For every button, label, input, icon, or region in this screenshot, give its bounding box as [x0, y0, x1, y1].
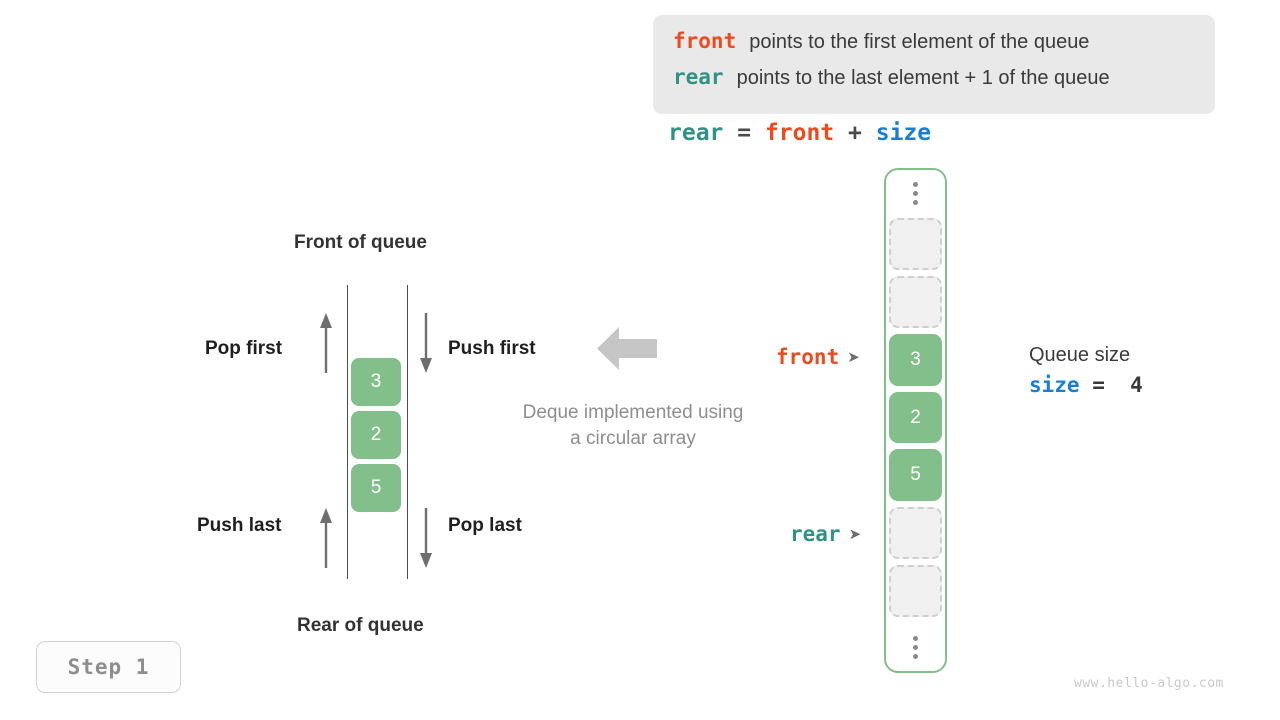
- rear-pointer-label: rear: [790, 522, 841, 546]
- queue-size-block: Queue size size = 4: [1029, 341, 1143, 401]
- rear-description: points to the last element + 1 of the qu…: [736, 67, 1110, 89]
- rear-pointer: rear ➤: [790, 522, 861, 546]
- formula-plus: +: [834, 120, 876, 146]
- left-pointing-block-arrow-icon: [597, 327, 657, 370]
- pop-last-arrow-down-icon: [420, 508, 432, 568]
- front-of-queue-label: Front of queue: [294, 232, 427, 253]
- circular-array-note: Deque implemented using a circular array: [493, 400, 773, 452]
- step-badge: Step 1: [36, 641, 181, 693]
- push-first-arrow-down-icon: [420, 313, 432, 373]
- note-line-1: Deque implemented using: [522, 402, 744, 423]
- top-ellipsis-icon: [913, 170, 918, 218]
- array-slot: [889, 507, 942, 560]
- queue-size-caption: Queue size: [1029, 344, 1131, 366]
- size-value: = 4: [1079, 373, 1143, 397]
- rear-keyword: rear: [673, 65, 724, 89]
- formula-rear: rear: [668, 120, 724, 146]
- array-slot: 3: [889, 333, 942, 386]
- formula-size: size: [875, 120, 932, 146]
- pop-first-label: Pop first: [205, 338, 283, 359]
- legend-line-rear: rear points to the last element + 1 of t…: [673, 65, 1195, 101]
- rear-formula: rear = front + size: [668, 120, 931, 146]
- legend-box: front points to the first element of the…: [653, 15, 1215, 114]
- deque-rail-right: [407, 285, 408, 579]
- circular-array-container: 3 2 5: [884, 168, 947, 673]
- rear-of-queue-label: Rear of queue: [297, 615, 424, 636]
- push-last-arrow-up-icon: [320, 508, 332, 568]
- deque-cell: 2: [351, 411, 401, 459]
- array-slot: [889, 217, 942, 270]
- rear-pointer-arrow-icon: ➤: [848, 525, 862, 543]
- watermark: www.hello-algo.com: [1074, 676, 1224, 691]
- legend-line-front: front points to the first element of the…: [673, 29, 1195, 65]
- push-first-label: Push first: [448, 338, 536, 359]
- pop-last-label: Pop last: [448, 515, 522, 536]
- front-keyword: front: [673, 29, 737, 53]
- size-keyword: size: [1029, 373, 1080, 397]
- array-slot: [889, 565, 942, 618]
- deque-cell-stack: 3 2 5: [351, 358, 401, 517]
- queue-size-expression: size = 4: [1029, 369, 1143, 401]
- array-slot: 2: [889, 391, 942, 444]
- formula-front: front: [764, 120, 835, 146]
- pop-first-arrow-up-icon: [320, 313, 332, 373]
- bottom-ellipsis-icon: [913, 623, 918, 671]
- array-slot: 5: [889, 449, 942, 502]
- formula-equals: =: [723, 120, 765, 146]
- front-pointer-arrow-icon: ➤: [847, 348, 860, 366]
- array-slot: [889, 275, 942, 328]
- front-description: points to the first element of the queue: [749, 31, 1090, 53]
- front-pointer: front ➤: [776, 345, 860, 369]
- front-pointer-label: front: [776, 345, 840, 369]
- deque-rail-left: [347, 285, 348, 579]
- deque-cell: 3: [351, 358, 401, 406]
- deque-cell: 5: [351, 464, 401, 512]
- note-line-2: a circular array: [570, 428, 696, 449]
- push-last-label: Push last: [197, 515, 282, 536]
